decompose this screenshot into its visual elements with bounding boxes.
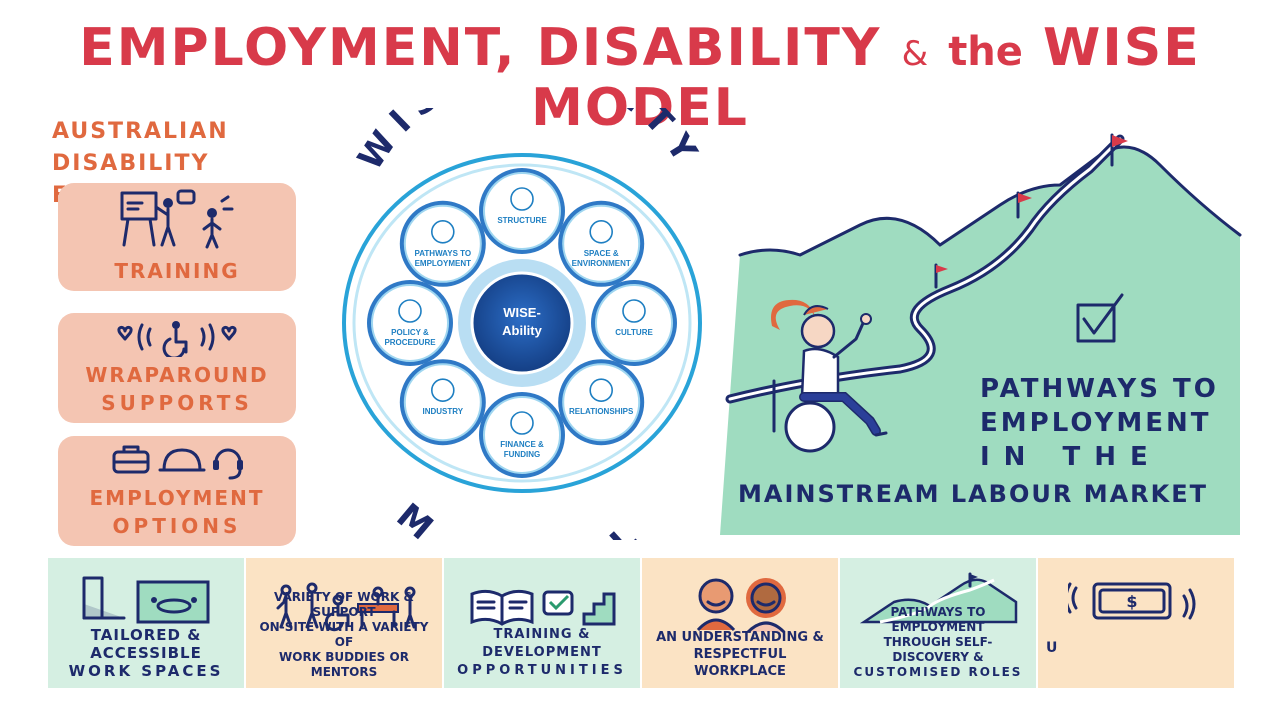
- money-note-icon: $: [1068, 582, 1196, 620]
- strip-label-line1: VARIETY of WORK & SUPPORT: [274, 590, 414, 619]
- petal-label-line1: SPACE &: [584, 249, 619, 258]
- pathways-line1: PATHWAYS to: [980, 374, 1219, 404]
- strip-label: PATHWAYS to EMPLOYMENT THROUGH SELF-DISC…: [846, 605, 1030, 680]
- strip-label-line3: WORK BUDDIES or MENTORS: [279, 650, 409, 679]
- green-hills: [720, 147, 1240, 535]
- title-amp: &: [901, 34, 929, 74]
- model-petals: STRUCTURE SPACE &ENVIRONMENT CULTURE RELATI…: [367, 168, 677, 478]
- strip-label: VARIETY of WORK & SUPPORT ON-SITE with a…: [252, 590, 436, 680]
- petal-label-line1: CULTURE: [615, 328, 653, 337]
- strip-label-line2: OPPORTUNITIES: [457, 663, 627, 678]
- model-petal: POLICY &PROCEDURE: [367, 280, 453, 366]
- network-icon: [510, 187, 534, 211]
- svg-text:$: $: [1126, 592, 1137, 611]
- training-panel: TRAINING: [58, 183, 296, 291]
- employment-options-label-line2: OPTIONS: [112, 514, 242, 538]
- team-people-icon: [276, 582, 416, 632]
- leaf-icon: [589, 220, 613, 244]
- model-center-line1: WISE-: [503, 305, 541, 320]
- petal-label-line1: POLICY &: [391, 328, 429, 337]
- heart-hands-icon: [622, 299, 646, 323]
- wraparound-label-line2: SUPPORTS: [101, 391, 253, 415]
- petal-label-line2: EMPLOYMENT: [415, 259, 472, 268]
- flag-icon: [934, 263, 948, 289]
- strip-label-line2: WORK SPACES: [68, 662, 224, 680]
- ade-heading-line1: AUSTRALIAN DISABILITY: [52, 119, 229, 176]
- strip-item-training: TRAINING & DEVELOPMENT OPPORTUNITIES: [444, 558, 640, 688]
- strip-label-line1: PATHWAYS to EMPLOYMENT: [890, 605, 986, 634]
- employment-options-panel: EMPLOYMENT OPTIONS: [58, 436, 296, 546]
- mountain-pathway-illustration: [720, 133, 1242, 535]
- dollar-icon: [510, 411, 534, 435]
- mini-hills-icon: [860, 572, 1018, 624]
- strip-label-line2: RESPECTFUL WORKPLACE: [693, 647, 787, 679]
- pathways-text: PATHWAYS to EMPLOYMENT IN THE: [980, 372, 1219, 474]
- strip-label-line2: ON-SITE with a VARIETY of: [259, 620, 429, 649]
- model-petal: INDUSTRY: [399, 359, 486, 446]
- title-part2: WISE MODEL: [531, 18, 1201, 138]
- petal-label-line1: INDUSTRY: [423, 407, 464, 416]
- model-bottom-text: MODEL: [389, 496, 671, 540]
- strip-label: TAILORED & ACCESSIBLE WORK SPACES: [54, 626, 238, 680]
- strip-label-line1: TRAINING & DEVELOPMENT: [482, 627, 602, 660]
- flag-icon: [1110, 133, 1128, 167]
- model-petal: STRUCTURE: [479, 168, 565, 254]
- model-petal: RELATIONSHIPS: [558, 359, 645, 446]
- title-part1: EMPLOYMENT, DISABILITY: [79, 18, 882, 78]
- strip-item-variety: VARIETY of WORK & SUPPORT ON-SITE with a…: [246, 558, 442, 688]
- flag-icon: [1016, 191, 1032, 219]
- accessible-workspace-icon: [82, 576, 210, 624]
- trainer-whiteboard-icon: [120, 189, 234, 249]
- wraparound-panel: WRAPAROUND SUPPORTS: [58, 313, 296, 423]
- training-label: TRAINING: [114, 259, 240, 283]
- factory-icon: [431, 378, 455, 402]
- wraparound-label-line1: WRAPAROUND: [85, 363, 269, 387]
- petal-label-line1: PATHWAYS TO: [414, 249, 471, 258]
- pathways-line3: IN THE: [980, 442, 1162, 472]
- handshake-icon: [589, 378, 613, 402]
- model-petal: FINANCE &FUNDING: [479, 392, 565, 478]
- strip-item-pathways: PATHWAYS to EMPLOYMENT THROUGH SELF-DISC…: [840, 558, 1036, 688]
- strip-label: TRAINING & DEVELOPMENT OPPORTUNITIES: [450, 626, 634, 680]
- checkbox-icon: [1076, 293, 1124, 343]
- mainstream-label: MAINSTREAM LABOUR MARKET: [738, 480, 1209, 508]
- petal-label-line2: ENVIRONMENT: [572, 259, 631, 268]
- strip-item-workplace: AN UNDERSTANDING & RESPECTFUL WORKPLACE: [642, 558, 838, 688]
- petal-label-line1: FINANCE &: [500, 440, 544, 449]
- strip-label-line1: TAILORED & ACCESSIBLE: [90, 626, 202, 662]
- book-chat-stairs-icon: [470, 589, 616, 626]
- two-smiling-faces-icon: [696, 578, 786, 634]
- strip-label: U: [1046, 640, 1058, 656]
- people-icon: [431, 220, 455, 244]
- page-title: EMPLOYMENT, DISABILITY & the WISE MODEL: [0, 18, 1280, 138]
- petal-label-line1: RELATIONSHIPS: [569, 407, 634, 416]
- strip-item-funding: $ U: [1038, 558, 1234, 688]
- petal-label-line2: PROCEDURE: [384, 338, 436, 347]
- pathways-line2: EMPLOYMENT: [980, 408, 1212, 438]
- petal-label-line1: STRUCTURE: [497, 216, 547, 225]
- model-petal: SPACE &ENVIRONMENT: [558, 200, 645, 287]
- model-petal: CULTURE: [591, 280, 677, 366]
- model-center: [470, 271, 574, 375]
- model-center-line2: Ability: [502, 323, 542, 338]
- strip-item-workspaces: TAILORED & ACCESSIBLE WORK SPACES: [48, 558, 244, 688]
- strip-label: AN UNDERSTANDING & RESPECTFUL WORKPLACE: [648, 629, 832, 680]
- employment-options-label-line1: EMPLOYMENT: [89, 486, 265, 510]
- strip-label-line2: THROUGH SELF-DISCOVERY &: [883, 635, 993, 664]
- title-the: the: [948, 29, 1023, 75]
- wheelchair-support-icon: [117, 321, 237, 357]
- wheelchair-user-figure: [771, 299, 888, 453]
- petal-label-line2: FUNDING: [504, 450, 540, 459]
- strip-label-line3: CUSTOMISED ROLES: [853, 665, 1023, 679]
- employment-tools-icon: [112, 445, 243, 480]
- document-icon: [398, 299, 422, 323]
- strip-label-line1: AN UNDERSTANDING &: [656, 630, 824, 645]
